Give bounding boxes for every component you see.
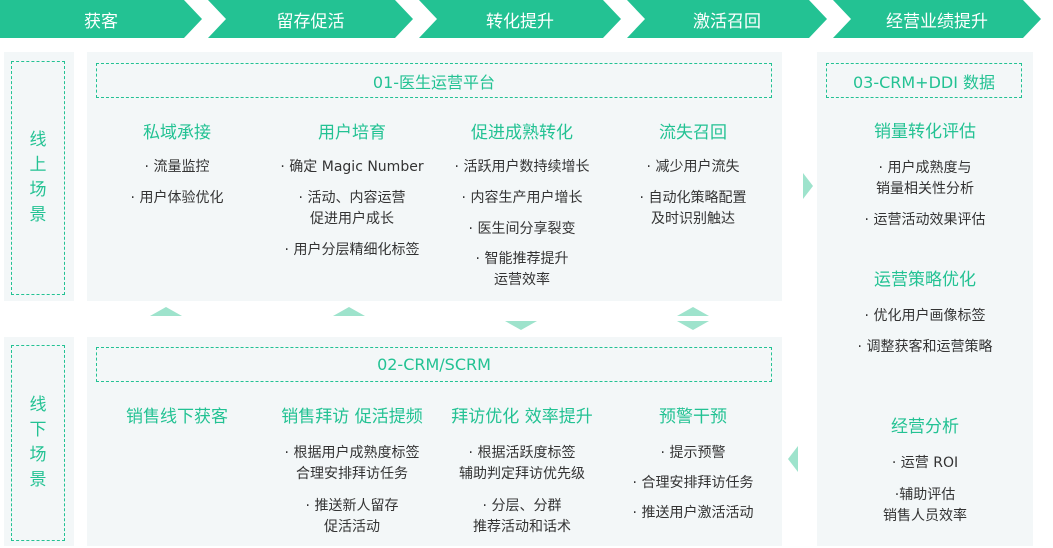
online-panel-title: 01-医生运营平台 [96, 63, 772, 98]
list-item: · 运营 ROI [891, 455, 959, 471]
list-item: · 医生间分享裂变 [468, 221, 576, 237]
list-item: · 分层、分群推荐活动和话术 [473, 498, 571, 535]
list-item: · 用户成熟度与销量相关性分析 [876, 160, 974, 197]
list-item: · 根据用户成熟度标签合理安排拜访任务 [284, 445, 420, 482]
list-item: · 优化用户画像标签 [864, 308, 986, 324]
offline-label-panel [4, 337, 74, 546]
arrow-up-icon [150, 307, 182, 316]
list-item: · 自动化策略配置及时识别触达 [639, 190, 747, 227]
list-item: · 用户体验优化 [130, 190, 224, 206]
label-char: 场 [29, 180, 47, 200]
stage-label: 留存促活 [276, 11, 345, 32]
list-item: · 智能推荐提升运营效率 [475, 251, 569, 288]
stage-label: 获客 [84, 11, 118, 32]
list-item: · 用户分层精细化标签 [284, 242, 420, 258]
arrow-left-icon [788, 446, 798, 472]
data-section-title-1: 销量转化评估 [874, 122, 976, 142]
label-char: 景 [29, 205, 47, 225]
label-char: 下 [29, 420, 47, 440]
stage-chevron-1: 获客 [0, 0, 202, 38]
stage-chevron-3: 转化提升 [419, 0, 621, 38]
list-item: ·辅助评估销售人员效率 [883, 487, 967, 524]
stage-chevron-4: 激活召回 [627, 0, 827, 38]
list-item: · 确定 Magic Number [280, 159, 424, 175]
data-panel-title: 03-CRM+DDI 数据 [826, 63, 1022, 98]
list-item: · 活跃用户数持续增长 [454, 159, 590, 175]
arrow-right-icon [803, 173, 813, 199]
list-item: · 内容生产用户增长 [461, 190, 583, 206]
list-item: · 合理安排拜访任务 [632, 475, 754, 491]
arrow-up-icon [677, 307, 709, 316]
offline-col-title-4: 预警干预 [659, 407, 727, 427]
offline-col-title-2: 销售拜访 促活提频 [281, 407, 423, 427]
list-item: · 运营活动效果评估 [864, 212, 986, 228]
offline-panel-title: 02-CRM/SCRM [96, 347, 772, 382]
arrow-down-icon [505, 321, 537, 330]
label-char: 上 [29, 155, 47, 175]
label-char: 场 [29, 445, 47, 465]
list-item: · 活动、内容运营促进用户成长 [298, 190, 406, 227]
list-item: · 推送用户激活活动 [632, 505, 754, 521]
online-col-title-3: 促进成熟转化 [471, 123, 573, 143]
offline-scene-label: 线 下 场 景 [11, 345, 65, 541]
data-section-title-3: 经营分析 [891, 417, 959, 437]
online-col-title-2: 用户培育 [318, 123, 386, 143]
offline-panel [87, 337, 782, 546]
stage-label: 转化提升 [486, 11, 554, 32]
online-label-panel [4, 52, 74, 301]
offline-col-title-1: 销售线下获客 [126, 407, 228, 427]
list-item: · 流量监控 [144, 159, 210, 175]
online-col-title-1: 私域承接 [143, 123, 211, 143]
arrow-up-icon [333, 307, 365, 316]
label-char: 景 [29, 470, 47, 490]
stage-chevron-5: 经营业绩提升 [833, 0, 1041, 38]
online-scene-label: 线 上 场 景 [11, 61, 65, 295]
list-item: · 根据活跃度标签辅助判定拜访优先级 [459, 445, 585, 482]
data-section-title-2: 运营策略优化 [874, 270, 976, 290]
list-item: · 推送新人留存促活活动 [305, 498, 399, 535]
list-item: · 调整获客和运营策略 [857, 339, 993, 355]
stage-label: 经营业绩提升 [886, 11, 988, 32]
stage-chevron-2: 留存促活 [208, 0, 413, 38]
online-panel [87, 52, 782, 301]
arrow-down-icon [677, 321, 709, 330]
label-char: 线 [29, 395, 47, 415]
offline-col-title-3: 拜访优化 效率提升 [451, 407, 593, 427]
list-item: · 提示预警 [660, 445, 726, 461]
online-col-title-4: 流失召回 [659, 123, 727, 143]
list-item: · 减少用户流失 [646, 159, 740, 175]
data-panel [817, 52, 1033, 546]
stage-label: 激活召回 [693, 11, 761, 32]
label-char: 线 [29, 130, 47, 150]
